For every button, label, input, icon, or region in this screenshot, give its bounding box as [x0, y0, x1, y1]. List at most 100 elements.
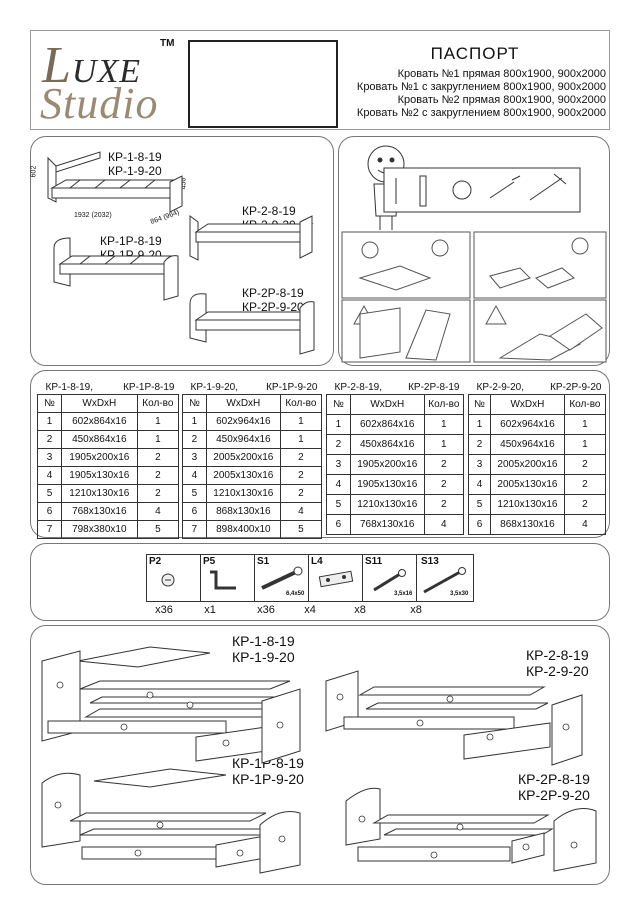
- table-cell: 798x380x10: [60, 520, 138, 539]
- logo-luxe-text: LUXE: [42, 37, 142, 94]
- column-header: WxDxH: [349, 394, 425, 415]
- table-cell: 7: [182, 520, 207, 539]
- hardware-quantity: x8: [410, 604, 422, 616]
- table-cell: 898x400x10: [205, 520, 281, 539]
- header-line-4: Кровать №2 с закруглением 800x1900, 900x…: [356, 107, 606, 119]
- table-cell: 5: [182, 484, 207, 503]
- table-cell: 6: [37, 502, 62, 521]
- column-header: Кол-во: [136, 394, 180, 413]
- table-cell: 868x130x16: [490, 514, 565, 535]
- column-header: WxDxH: [205, 394, 281, 413]
- table-cell: 450x864x16: [349, 434, 425, 455]
- logo-trademark: TM: [160, 38, 175, 49]
- table-cell: 1210x130x16: [490, 494, 565, 515]
- table-caption-right: КР-1Р-9-20: [266, 381, 318, 393]
- hardware-code: S1: [257, 556, 270, 567]
- cam-disc-icon: [161, 573, 175, 587]
- assembly-model-code: КР-1Р-8-19: [232, 755, 304, 771]
- table-caption-left: КР-1-9-20,: [190, 381, 239, 393]
- table-caption-right: КР-1Р-8-19: [123, 381, 175, 393]
- table-cell: 1210x130x16: [205, 484, 281, 503]
- hardware-item: [308, 554, 363, 602]
- table-cell: 2: [423, 474, 465, 495]
- table-cell: 2: [182, 430, 207, 449]
- hardware-item: [200, 554, 255, 602]
- table-cell: 2: [467, 434, 492, 455]
- table-cell: 3: [182, 448, 207, 467]
- column-header: №: [467, 394, 492, 415]
- table-cell: 1: [326, 414, 351, 435]
- table-cell: 2: [326, 434, 351, 455]
- label-placeholder-box: [188, 40, 338, 128]
- table-cell: 450x964x16: [205, 430, 281, 449]
- table-cell: 1: [136, 412, 180, 431]
- table-cell: 602x964x16: [205, 412, 281, 431]
- table-cell: 768x130x16: [349, 514, 425, 535]
- confirmat-screw-icon: [261, 566, 303, 590]
- dim-length: 1932 (2032): [74, 212, 112, 219]
- table-cell: 2: [279, 448, 323, 467]
- table-cell: 2: [563, 494, 607, 515]
- assembly-model-code: КР-2Р-9-20: [518, 787, 590, 803]
- table-cell: 4: [37, 466, 62, 485]
- model-code: КР-1-9-20: [108, 164, 162, 178]
- hardware-quantity: x36: [257, 604, 275, 616]
- table-caption-left: КР-2-8-19,: [334, 381, 383, 393]
- page-title: ПАСПОРТ: [430, 44, 520, 63]
- table-cell: 6: [182, 502, 207, 521]
- model-code: КР-2-8-19: [242, 204, 296, 218]
- hardware-quantity: x36: [155, 604, 173, 616]
- hardware-code: P5: [203, 556, 216, 567]
- table-cell: 2005x200x16: [205, 448, 281, 467]
- assembly-model-code: КР-1Р-9-20: [232, 771, 304, 787]
- hardware-quantity: x4: [304, 604, 316, 616]
- table-cell: 5: [136, 520, 180, 539]
- assembly-model-code: КР-2Р-8-19: [518, 771, 590, 787]
- table-cell: 5: [326, 494, 351, 515]
- column-header: WxDxH: [490, 394, 565, 415]
- table-cell: 1210x130x16: [349, 494, 425, 515]
- table-cell: 3: [467, 454, 492, 475]
- header-line-2: Кровать №1 с закруглением 800x1900, 900x…: [356, 81, 606, 93]
- table-cell: 602x864x16: [349, 414, 425, 435]
- table-cell: 868x130x16: [205, 502, 281, 521]
- table-cell: 2: [37, 430, 62, 449]
- table-cell: 4: [182, 466, 207, 485]
- table-cell: 4: [563, 514, 607, 535]
- hardware-code: L4: [311, 556, 323, 567]
- header-line-3: Кровать №2 прямая 800x1900, 900x2000: [397, 94, 606, 106]
- table-cell: 1: [423, 434, 465, 455]
- table-cell: 1905x130x16: [60, 466, 138, 485]
- column-header: №: [326, 394, 351, 415]
- table-cell: 2: [279, 466, 323, 485]
- assembly-model-code: КР-1-8-19: [232, 633, 295, 649]
- hardware-size: 3,5x16: [394, 591, 413, 597]
- hardware-item: [146, 554, 201, 602]
- long-screw-icon: [423, 567, 466, 594]
- table-cell: 6: [467, 514, 492, 535]
- table-cell: 1905x200x16: [349, 454, 425, 475]
- table-cell: 1: [136, 430, 180, 449]
- short-screw-icon: [373, 569, 406, 592]
- table-cell: 2: [136, 448, 180, 467]
- table-caption-left: КР-1-8-19,: [45, 381, 94, 393]
- column-header: №: [37, 394, 62, 413]
- table-cell: 1: [563, 434, 607, 455]
- table-caption: КР-1-8-19, КР-1Р-8-19: [38, 380, 179, 395]
- table-cell: 2005x130x16: [490, 474, 565, 495]
